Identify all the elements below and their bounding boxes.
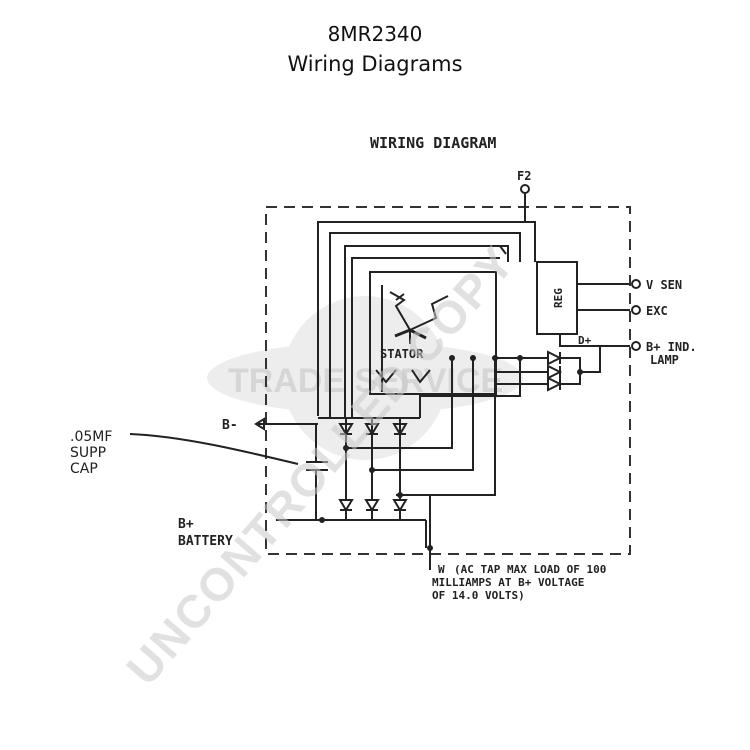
b-plus-ind-terminal bbox=[631, 341, 641, 351]
f2-terminal bbox=[520, 184, 530, 194]
b-minus-label: B- bbox=[222, 418, 238, 433]
part-number: 8MR2340 bbox=[327, 22, 423, 46]
v-sen-terminal bbox=[631, 279, 641, 289]
w-label: W bbox=[438, 563, 445, 576]
cap-label-line2: SUPP bbox=[70, 445, 106, 461]
diagram-title: WIRING DIAGRAM bbox=[370, 134, 496, 152]
ac-tap-note-line3: OF 14.0 VOLTS) bbox=[432, 589, 525, 602]
regulator-box bbox=[536, 261, 578, 335]
alternator-enclosure bbox=[265, 206, 631, 555]
ac-tap-note-line1: (AC TAP MAX LOAD OF 100 bbox=[454, 563, 606, 576]
stator-label: STATOR bbox=[380, 347, 424, 361]
diode-trio bbox=[547, 346, 601, 392]
b-plus-ind-label: B+ IND. bbox=[646, 340, 697, 354]
v-sen-label: V SEN bbox=[646, 278, 682, 292]
exc-terminal bbox=[631, 305, 641, 315]
regulator-label: REG bbox=[552, 288, 565, 308]
cap-label-line1: .05MF bbox=[70, 429, 112, 445]
page-subtitle: Wiring Diagrams bbox=[287, 52, 463, 76]
uncontrolled-copy-watermark: UNCONTROLLED COPY bbox=[116, 236, 525, 695]
battery-label-line1: B+ bbox=[178, 517, 194, 532]
battery-label-line2: BATTERY bbox=[178, 534, 233, 549]
negative-diodes bbox=[276, 499, 426, 521]
d-plus-label: D+ bbox=[578, 334, 592, 347]
stator-box bbox=[369, 271, 497, 395]
f2-label: F2 bbox=[517, 169, 531, 183]
cap-label-line3: CAP bbox=[70, 461, 98, 477]
lamp-label: LAMP bbox=[650, 353, 679, 367]
ac-tap-note-line2: MILLIAMPS AT B+ VOLTAGE bbox=[432, 576, 584, 589]
exc-label: EXC bbox=[646, 304, 668, 318]
